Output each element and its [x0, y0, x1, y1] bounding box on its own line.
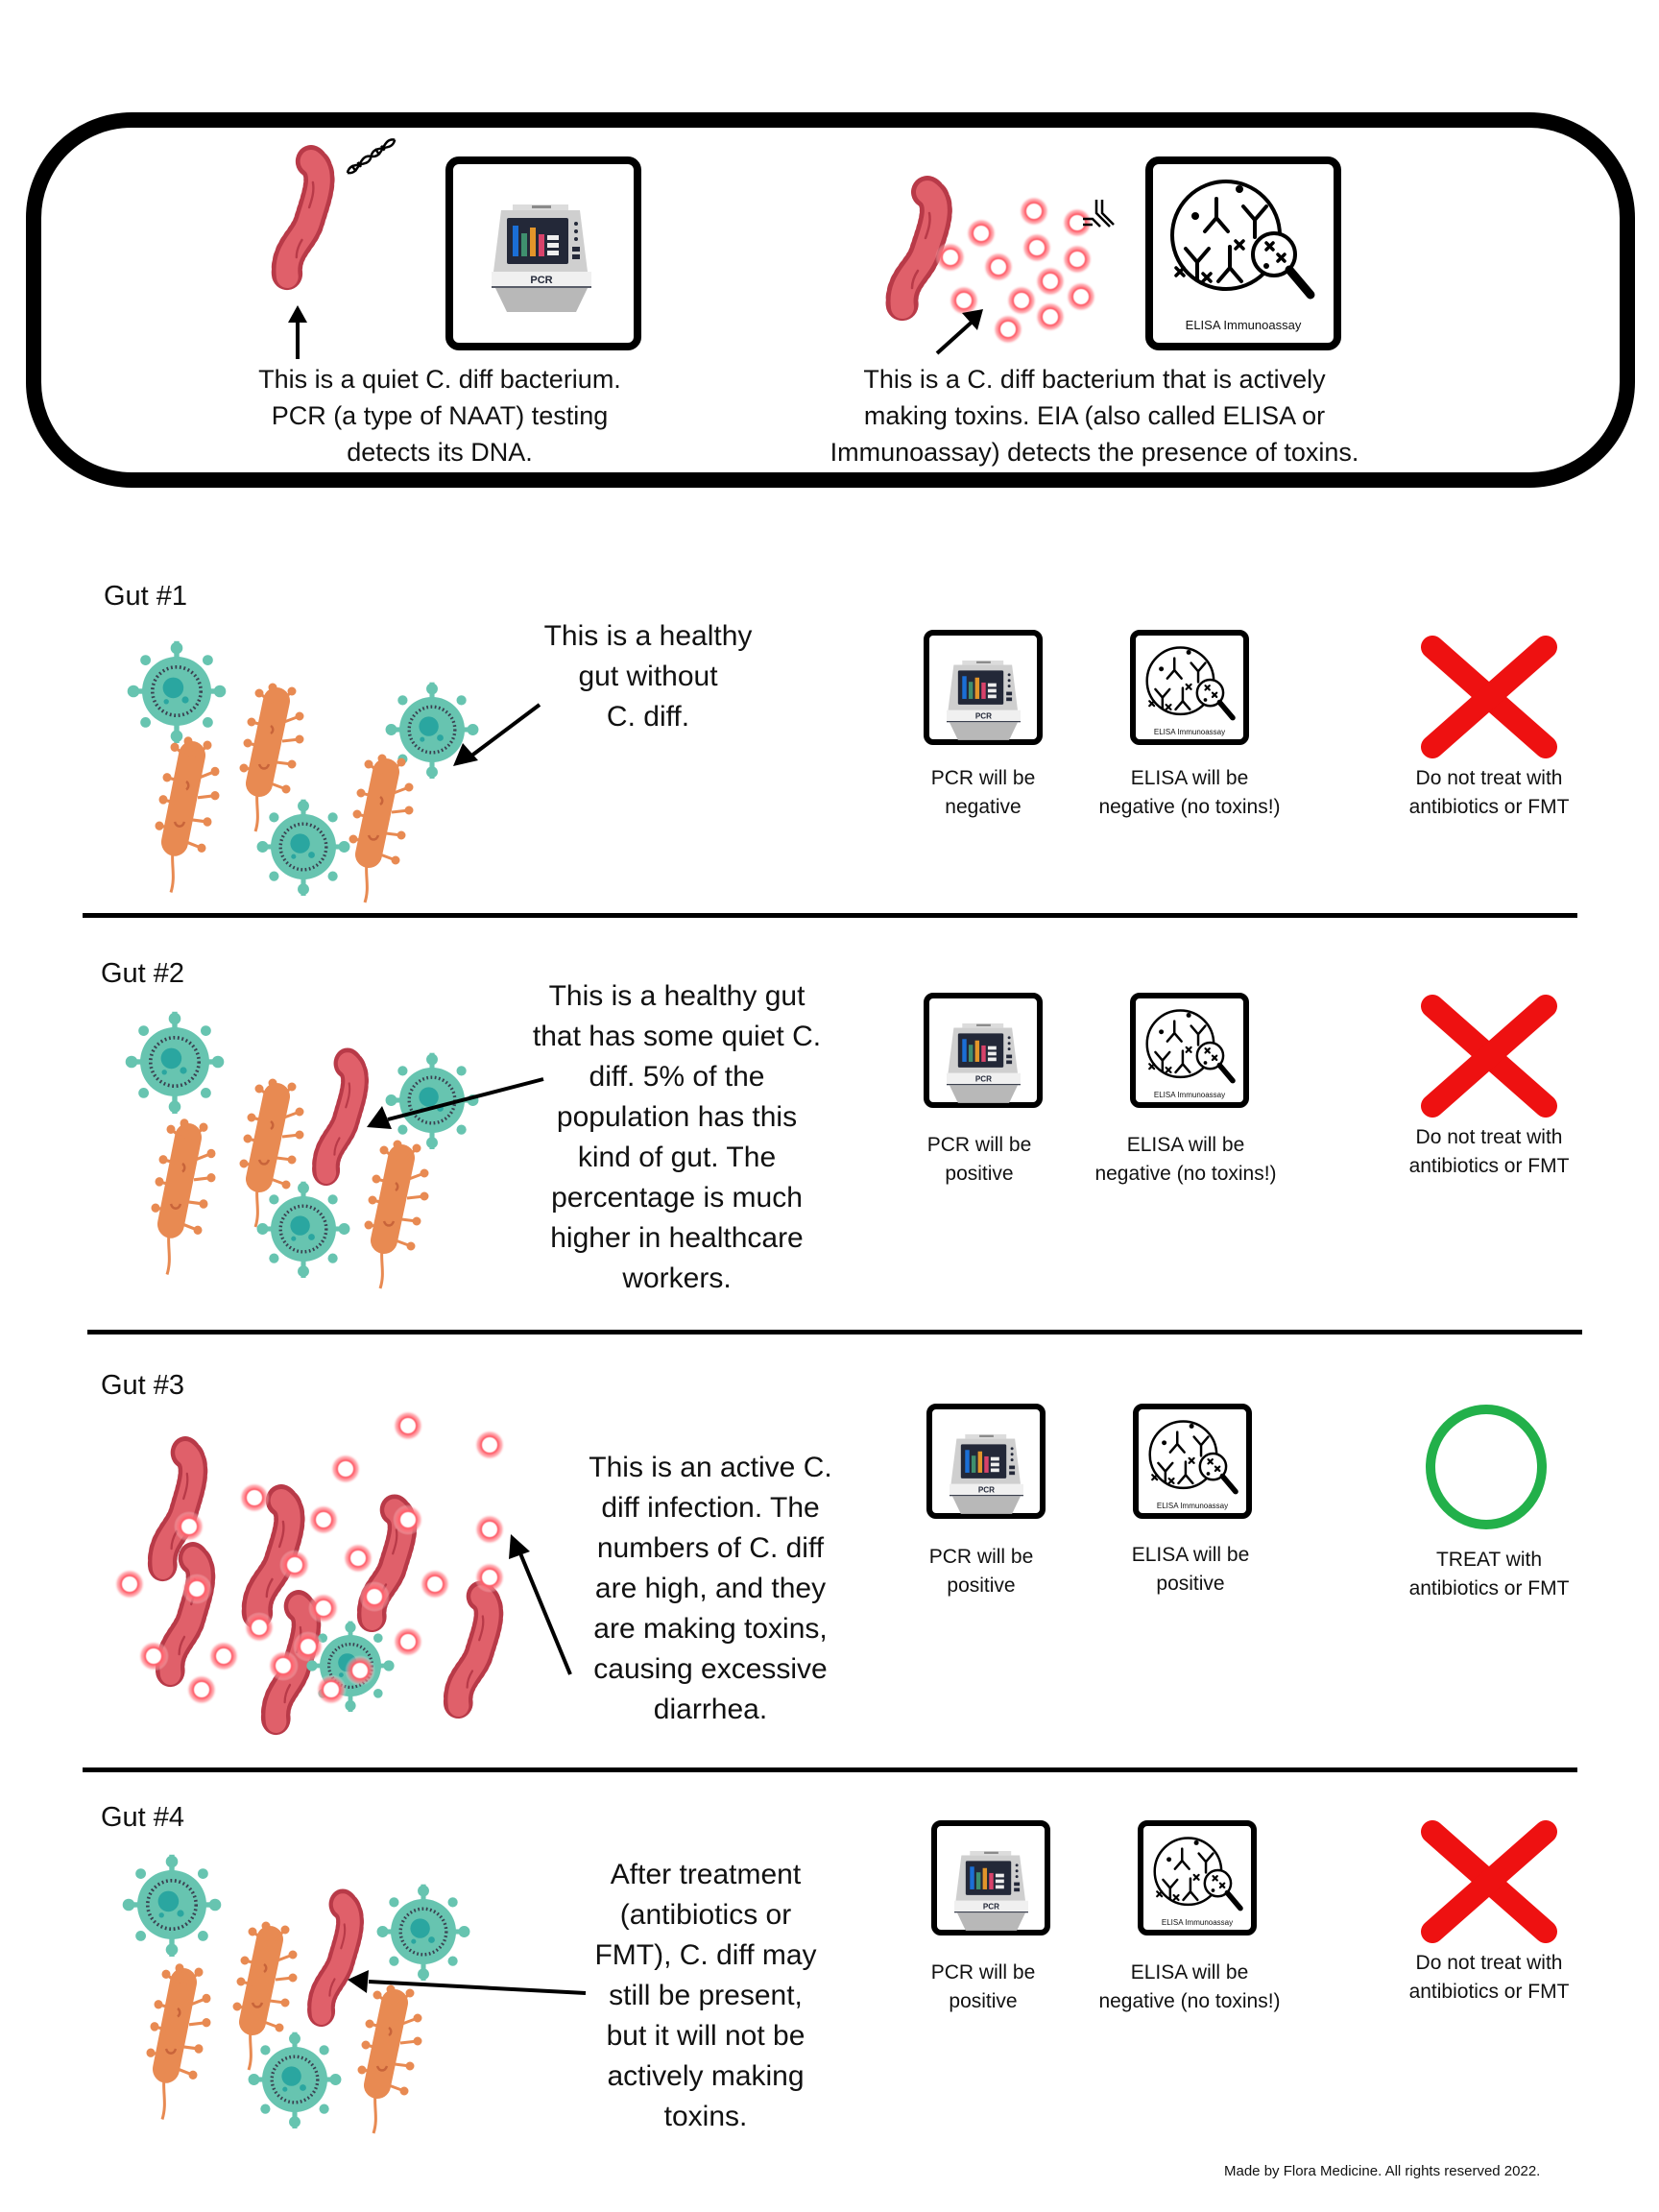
- gut-2-elisa-result: ELISA will be negative (no toxins!): [1094, 1134, 1277, 1185]
- section-divider: [83, 913, 1577, 918]
- copyright-footer: Made by Flora Medicine. All rights reser…: [1224, 2163, 1541, 2179]
- gut-2-label: Gut #2: [101, 958, 185, 989]
- gut-3-description: This is an active C. diff infection. The…: [589, 1452, 832, 1725]
- gut-4-treatment-result: Do not treat with antibiotics or FMT: [1408, 1952, 1570, 2003]
- pcr-machine-icon: [953, 1850, 1029, 1932]
- red-x-icon: [1421, 1820, 1557, 1943]
- gut-1-pcr-result: PCR will be negative: [930, 767, 1036, 818]
- red-x-icon: [1421, 995, 1557, 1118]
- elisa-box-label: ELISA Immunoassay: [1185, 318, 1302, 332]
- gut-2-microbes-illustration: [123, 1010, 481, 1296]
- elisa-box-label: ELISA Immunoassay: [1153, 1091, 1226, 1099]
- diagonal-arrow-icon: [935, 309, 983, 355]
- quiet-cdiff-bacterium-icon: [271, 138, 397, 296]
- gut-4-pcr-box: [931, 1820, 1050, 1936]
- pcr-machine-icon: [949, 1433, 1024, 1515]
- elisa-magnifier-icon: [1143, 645, 1243, 733]
- elisa-magnifier-icon: [1166, 178, 1330, 322]
- gut-4-label: Gut #4: [101, 1802, 185, 1833]
- gut-2-pcr-box: [924, 993, 1043, 1108]
- gut-4-elisa-result: ELISA will be negative (no toxins!): [1098, 1961, 1281, 2012]
- gut-3-arrow-icon: [509, 1534, 572, 1675]
- elisa-box-label: ELISA Immunoassay: [1161, 1918, 1234, 1927]
- gut-4-elisa-box: ELISA Immunoassay: [1138, 1820, 1257, 1936]
- pcr-machine-icon: [946, 660, 1022, 741]
- elisa-magnifier-icon: [1146, 1419, 1246, 1507]
- gut-1-treatment-result: Do not treat with antibiotics or FMT: [1408, 767, 1570, 818]
- gut-1-microbes-illustration: [125, 638, 481, 902]
- gut-1-description: This is a healthy gut without C. diff.: [543, 620, 753, 733]
- elisa-box-label: ELISA Immunoassay: [1156, 1502, 1229, 1510]
- gut-3-label: Gut #3: [101, 1370, 185, 1401]
- gut-2-pcr-result: PCR will be positive: [926, 1134, 1032, 1185]
- gut-3-pcr-result: PCR will be positive: [928, 1546, 1034, 1597]
- intro-left-caption: This is a quiet C. diff bacterium. PCR (…: [258, 365, 621, 467]
- green-circle-icon: [1426, 1405, 1547, 1529]
- intro-banner: [26, 112, 1635, 488]
- elisa-box-label: ELISA Immunoassay: [1153, 728, 1226, 736]
- antibody-icon: [1083, 200, 1115, 228]
- gut-1-label: Gut #1: [104, 581, 188, 612]
- elisa-magnifier-icon: [1151, 1836, 1251, 1924]
- gut-4-pcr-result: PCR will be positive: [930, 1961, 1036, 2012]
- gut-4-description: After treatment (antibiotics or FMT), C.…: [594, 1859, 817, 2132]
- pcr-test-box: [445, 156, 641, 350]
- section-divider: [87, 1330, 1582, 1334]
- gut-3-pcr-box: [926, 1404, 1046, 1519]
- red-x-icon: [1421, 636, 1557, 758]
- gut-1-arrow-icon: [453, 703, 541, 766]
- intro-right-caption: This is a C. diff bacterium that is acti…: [830, 365, 1359, 467]
- gut-1-pcr-box: [924, 630, 1043, 745]
- gut-1-elisa-box: ELISA Immunoassay: [1130, 630, 1249, 745]
- pcr-machine-icon: [946, 1022, 1022, 1104]
- elisa-test-box: ELISA Immunoassay: [1145, 156, 1341, 350]
- gut-3-elisa-result: ELISA will be positive: [1131, 1544, 1250, 1595]
- gut-3-treatment-result: TREAT with antibiotics or FMT: [1408, 1549, 1570, 1599]
- pcr-machine-icon: [491, 204, 592, 313]
- gut-2-arrow-icon: [367, 1077, 544, 1129]
- gut-2-elisa-box: ELISA Immunoassay: [1130, 993, 1249, 1108]
- up-arrow-icon: [288, 305, 307, 359]
- gut-3-active-infection-illustration: [114, 1410, 505, 1752]
- gut-1-elisa-result: ELISA will be negative (no toxins!): [1098, 767, 1281, 818]
- active-cdiff-with-toxins-icon: [885, 180, 1115, 345]
- gut-3-elisa-box: ELISA Immunoassay: [1133, 1404, 1252, 1519]
- gut-2-treatment-result: Do not treat with antibiotics or FMT: [1408, 1126, 1570, 1177]
- gut-4-arrow-icon: [348, 1970, 587, 1995]
- gut-2-description: This is a healthy gut that has some quie…: [532, 980, 822, 1294]
- section-divider: [83, 1767, 1577, 1772]
- dna-icon: [346, 138, 397, 175]
- elisa-magnifier-icon: [1143, 1008, 1243, 1096]
